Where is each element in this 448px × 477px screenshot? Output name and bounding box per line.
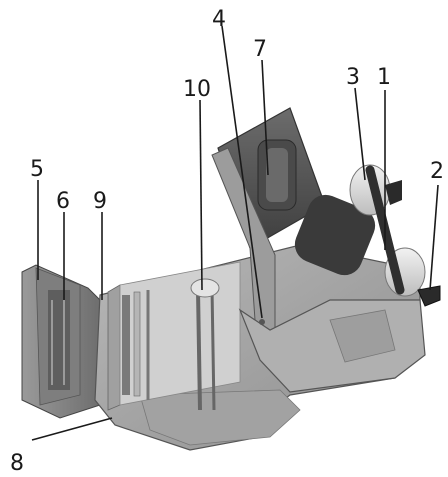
callout-3: 3 xyxy=(346,65,360,90)
callout-7: 7 xyxy=(253,37,267,62)
callout-1: 1 xyxy=(377,65,391,90)
callout-6: 6 xyxy=(56,189,70,214)
callout-labels: 1 2 3 4 5 6 7 8 9 10 xyxy=(10,7,444,476)
leader-lines xyxy=(31,25,439,441)
leader-10 xyxy=(199,99,203,291)
leader-2 xyxy=(429,184,439,291)
callout-10: 10 xyxy=(183,77,211,102)
callout-2: 2 xyxy=(430,159,444,184)
leader-3 xyxy=(354,87,366,181)
leader-7 xyxy=(261,59,269,176)
leader-8 xyxy=(31,417,113,441)
callout-5: 5 xyxy=(30,157,44,182)
inner-shafts xyxy=(122,278,220,411)
callout-4: 4 xyxy=(212,7,226,32)
callout-8: 8 xyxy=(10,451,24,476)
side-housing xyxy=(238,299,426,393)
ribbon-spindle xyxy=(294,164,441,307)
front-cover xyxy=(21,264,101,419)
leader-4 xyxy=(221,25,263,319)
callout-9: 9 xyxy=(93,189,107,214)
